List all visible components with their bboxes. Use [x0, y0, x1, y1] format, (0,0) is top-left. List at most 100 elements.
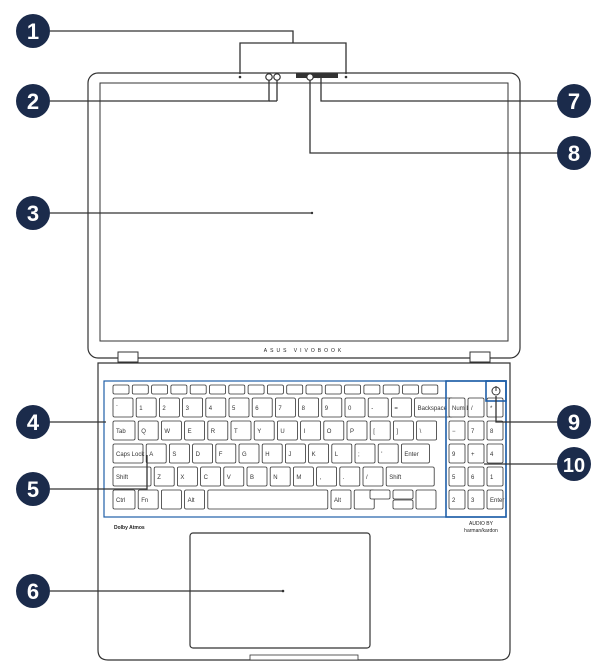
arrow-right-key — [415, 489, 437, 510]
callout-number: 8 — [568, 141, 580, 166]
svg-text:E: E — [188, 429, 192, 435]
callout-7: 7 — [557, 84, 591, 118]
numpad-key: 3 — [467, 489, 485, 510]
svg-text:,: , — [320, 475, 322, 481]
bezel-logo: ASUS VIVOBOOK — [264, 348, 344, 354]
svg-text:1: 1 — [139, 406, 143, 412]
svg-text:T: T — [234, 429, 238, 435]
key-c: C — [200, 466, 222, 487]
ir-camera-left — [265, 73, 273, 81]
callout-circle — [16, 196, 50, 230]
callout-circle — [16, 84, 50, 118]
function-key — [402, 384, 419, 395]
callout-number: 6 — [27, 579, 39, 604]
svg-text:\: \ — [420, 429, 422, 435]
key-4: 4 — [205, 397, 227, 418]
svg-text:.: . — [343, 475, 345, 481]
function-key — [363, 384, 381, 395]
svg-text:Tab: Tab — [116, 429, 126, 435]
key-8: 8 — [298, 397, 320, 418]
svg-text:O: O — [327, 429, 332, 435]
callout-circle — [16, 405, 50, 439]
arrow-up-key — [392, 489, 414, 500]
svg-text:F: F — [219, 452, 223, 458]
numpad-key: 1 — [486, 466, 504, 487]
callout-number: 10 — [563, 455, 585, 477]
key-x: X — [176, 466, 198, 487]
function-key — [112, 384, 130, 395]
key-2: 2 — [158, 397, 180, 418]
key-j: J — [284, 443, 306, 464]
key-a: A — [145, 443, 167, 464]
svg-text:Enter: Enter — [490, 498, 504, 504]
callout-9: 9 — [557, 405, 591, 439]
svg-text:−: − — [452, 429, 456, 435]
svg-text:5: 5 — [232, 406, 236, 412]
key-fn: Fn — [137, 489, 159, 510]
key-p: P — [346, 420, 368, 441]
numpad-key: 4 — [486, 443, 504, 464]
callout-number: 2 — [27, 89, 39, 114]
key-5: 5 — [228, 397, 250, 418]
svg-text:Y: Y — [257, 429, 261, 435]
key-r: R — [207, 420, 229, 441]
callout-circle — [557, 405, 591, 439]
key--: / — [362, 466, 384, 487]
function-key — [151, 384, 169, 395]
function-key — [170, 384, 188, 395]
svg-text:C: C — [204, 475, 209, 481]
numpad-key: Enter — [486, 489, 504, 510]
svg-text:Shift: Shift — [116, 475, 128, 481]
laptop-lid: ASUS VIVOBOOK — [87, 72, 521, 359]
svg-text:Q: Q — [141, 429, 146, 435]
svg-text:V: V — [227, 475, 231, 481]
svg-text:7: 7 — [471, 429, 475, 435]
microphone-left — [238, 75, 242, 79]
svg-text:Fn: Fn — [141, 498, 148, 504]
key-tab: Tab — [112, 420, 136, 441]
callout-circle — [16, 574, 50, 608]
key--: ' — [377, 443, 399, 464]
function-key — [382, 384, 400, 395]
function-key — [421, 384, 439, 395]
svg-text:-: - — [371, 406, 373, 412]
key-3: 3 — [182, 397, 204, 418]
svg-text:G: G — [242, 452, 247, 458]
svg-text:2: 2 — [452, 498, 456, 504]
svg-text:`: ` — [116, 406, 118, 412]
svg-text:7: 7 — [278, 406, 282, 412]
svg-text:Backspace: Backspace — [418, 406, 448, 412]
microphone-right — [344, 75, 348, 79]
svg-text:5: 5 — [452, 475, 456, 481]
svg-text:N: N — [273, 475, 277, 481]
key-n: N — [269, 466, 291, 487]
svg-text:B: B — [250, 475, 254, 481]
numpad-key: 5 — [448, 466, 466, 487]
svg-text:]: ] — [396, 429, 398, 435]
key-z: Z — [153, 466, 175, 487]
key-h: H — [261, 443, 283, 464]
callout-number: 7 — [568, 89, 580, 114]
callout-5: 5 — [16, 472, 50, 506]
key-blank — [353, 489, 375, 510]
key-i: I — [300, 420, 322, 441]
callout-number: 5 — [27, 477, 39, 502]
svg-text:/: / — [366, 475, 368, 481]
key--: = — [390, 397, 412, 418]
key-y: Y — [253, 420, 275, 441]
svg-text:W: W — [164, 429, 170, 435]
key-shift: Shift — [385, 466, 435, 487]
svg-text:2: 2 — [162, 406, 166, 412]
numpad-key: 7 — [467, 420, 485, 441]
svg-text:8: 8 — [302, 406, 306, 412]
webcam-indicator — [316, 75, 320, 79]
numpad-key: + — [467, 443, 485, 464]
function-key — [209, 384, 226, 395]
callout-circle — [557, 447, 591, 481]
callout-number: 1 — [27, 19, 39, 44]
key--: \ — [416, 420, 438, 441]
function-key — [324, 384, 342, 395]
svg-text:9: 9 — [325, 406, 329, 412]
svg-text:Shift: Shift — [389, 475, 401, 481]
